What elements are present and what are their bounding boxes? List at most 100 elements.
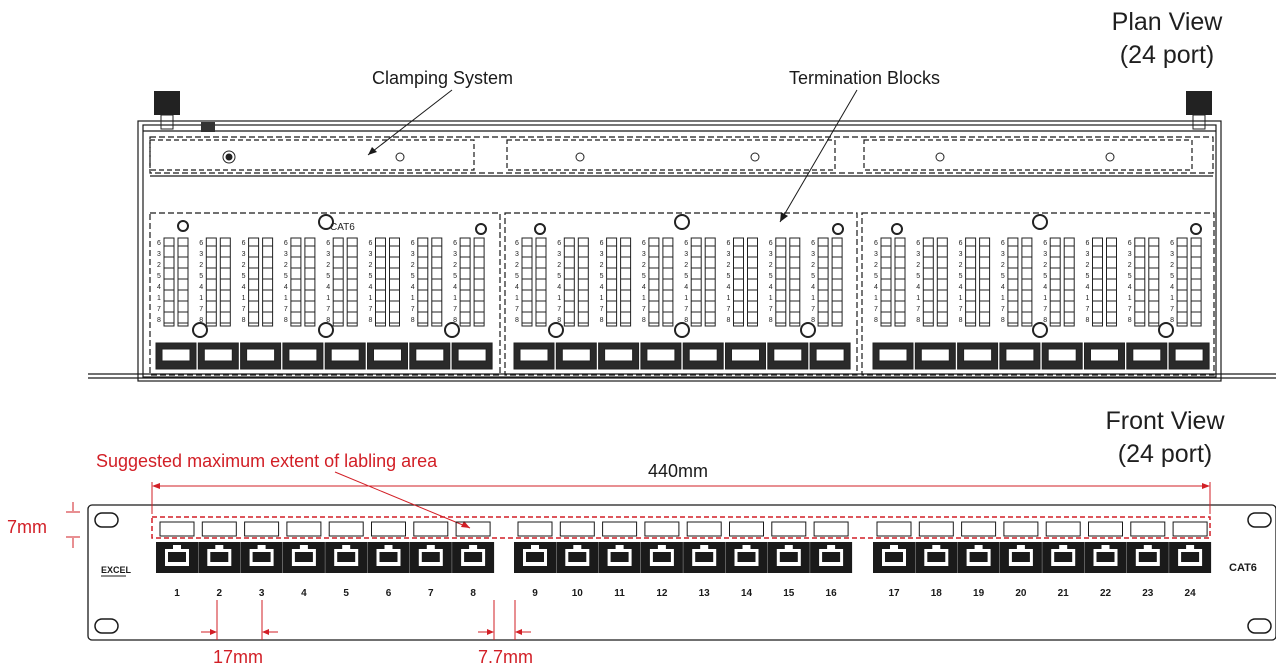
pin-number: 8 (1086, 317, 1090, 324)
plan-jack-detail (415, 348, 445, 362)
pin-number: 6 (411, 240, 415, 247)
pin-number: 5 (326, 273, 330, 280)
label-height-dimension: 7mm (7, 517, 47, 537)
pin-number: 2 (1086, 262, 1090, 269)
pin-number: 5 (1128, 273, 1132, 280)
block-label-1: CAT6 (330, 222, 355, 233)
idc-strip (733, 237, 744, 327)
pin-number: 2 (1043, 262, 1047, 269)
port-number: 18 (931, 588, 943, 599)
pin-number: 5 (1170, 273, 1174, 280)
thumb-screw-right (1186, 91, 1212, 115)
rj45-contacts (822, 552, 841, 562)
pin-number: 7 (411, 306, 415, 313)
rj45-contacts (969, 552, 988, 562)
rj45-contacts (1011, 552, 1030, 562)
idc-strip (1134, 237, 1146, 327)
pin-number: 6 (684, 240, 688, 247)
label-holder (602, 521, 638, 537)
label-holder (876, 521, 912, 537)
label-holder (918, 521, 954, 537)
idc-strip (346, 237, 358, 327)
plan-jack-detail (203, 348, 233, 362)
plan-jack-detail (688, 348, 718, 362)
port-number: 14 (741, 588, 753, 599)
pin-number: 6 (242, 240, 246, 247)
rj45-latch (1101, 545, 1110, 549)
plan-jack-detail (1005, 348, 1035, 362)
label-holder (455, 521, 491, 537)
idc-strip (1148, 237, 1160, 327)
idc-strip (1063, 237, 1075, 327)
pin-number: 2 (959, 262, 963, 269)
rj45-latch (615, 545, 624, 549)
label-holder (371, 521, 406, 537)
pin-number: 8 (600, 317, 604, 324)
label-holder (813, 521, 849, 537)
idc-strip (1007, 237, 1019, 327)
pin-number: 8 (916, 317, 920, 324)
pin-number: 4 (959, 284, 963, 291)
port-number: 12 (656, 588, 668, 599)
pin-number: 2 (600, 262, 604, 269)
rj45-contacts (252, 552, 271, 562)
label-holder (961, 521, 997, 537)
port-pitch-dimension: 17mm (213, 647, 264, 667)
pin-number: 5 (1001, 273, 1005, 280)
pin-number: 4 (326, 284, 330, 291)
pin-number: 5 (874, 273, 878, 280)
pin-number: 6 (199, 240, 203, 247)
plan-jack-detail (646, 348, 676, 362)
pin-number: 4 (874, 284, 878, 291)
pin-number: 6 (769, 240, 773, 247)
plan-jack-detail (815, 348, 845, 362)
pin-number: 8 (959, 317, 963, 324)
pin-number: 1 (1086, 295, 1090, 302)
rj45-contacts (610, 552, 629, 562)
pin-number: 8 (811, 317, 815, 324)
rj45-latch (932, 545, 941, 549)
pin-number: 2 (727, 262, 731, 269)
rj45-latch (257, 545, 266, 549)
rj45-contacts (927, 552, 946, 562)
port-number: 19 (973, 588, 985, 599)
label-holder (244, 521, 280, 537)
pin-number: 2 (1001, 262, 1005, 269)
pin-number: 4 (242, 284, 246, 291)
pin-number: 6 (959, 240, 963, 247)
pin-number: 6 (1086, 240, 1090, 247)
pin-number: 3 (600, 251, 604, 258)
pin-number: 7 (157, 306, 161, 313)
mount-slot-top-left (94, 512, 119, 528)
overall-width-dimension: 440mm (648, 461, 709, 481)
idc-strip (606, 237, 618, 327)
pin-number: 8 (874, 317, 878, 324)
pin-number: 5 (1086, 273, 1090, 280)
pin-number: 5 (959, 273, 963, 280)
pin-number: 7 (369, 306, 373, 313)
pin-number: 4 (369, 284, 373, 291)
pin-number: 3 (874, 251, 878, 258)
idc-strip (332, 237, 344, 327)
port-number: 23 (1142, 588, 1154, 599)
label-holder (771, 521, 807, 537)
idc-strip (535, 237, 547, 327)
rj45-contacts (695, 552, 714, 562)
pin-number: 4 (684, 284, 688, 291)
rj45-contacts (737, 552, 756, 562)
pin-number: 5 (600, 273, 604, 280)
rj45-latch (384, 545, 393, 549)
pin-number: 8 (1001, 317, 1005, 324)
pin-number: 6 (515, 240, 519, 247)
rj45-contacts (1138, 552, 1157, 562)
pin-number: 2 (453, 262, 457, 269)
pin-number: 4 (727, 284, 731, 291)
pin-number: 8 (642, 317, 646, 324)
excel-logo: EXCEL (101, 565, 132, 575)
pin-number: 2 (157, 262, 161, 269)
port-number: 13 (699, 588, 711, 599)
pin-number: 1 (557, 295, 561, 302)
pin-number: 3 (1170, 251, 1174, 258)
idc-strip (248, 237, 260, 327)
rj45-latch (215, 545, 224, 549)
